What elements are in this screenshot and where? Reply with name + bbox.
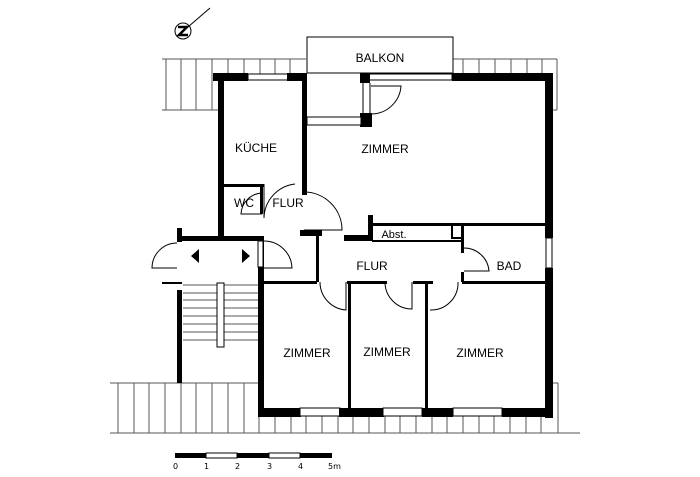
room-label-abst: Abst. xyxy=(381,229,406,241)
scale-bar: 0 1 2 3 4 5m xyxy=(173,452,341,471)
staircase xyxy=(183,282,258,348)
room-label-zimmer-main: ZIMMER xyxy=(361,142,409,156)
room-label-bad: BAD xyxy=(497,259,522,273)
door-swings xyxy=(151,183,490,311)
arrow-left-icon xyxy=(191,249,199,263)
scale-tick-5: 5m xyxy=(328,462,341,471)
interior-walls xyxy=(162,184,547,409)
room-label-flur-upper: FLUR xyxy=(272,196,304,210)
scale-tick-0: 0 xyxy=(173,462,178,471)
terrace-bottom xyxy=(110,382,580,434)
balcony xyxy=(306,36,454,74)
room-label-zimmer-left: ZIMMER xyxy=(283,346,331,360)
terrace-top-left xyxy=(162,58,306,111)
scale-tick-1: 1 xyxy=(204,462,209,471)
stair-direction-arrows xyxy=(191,249,250,263)
exterior-walls xyxy=(213,73,553,418)
room-label-zimmer-middle: ZIMMER xyxy=(363,345,411,359)
scale-tick-3: 3 xyxy=(267,462,272,471)
room-label-flur-lower: FLUR xyxy=(356,259,388,273)
room-label-kueche: KÜCHE xyxy=(235,141,277,155)
room-label-zimmer-right: ZIMMER xyxy=(456,346,504,360)
scale-tick-2: 2 xyxy=(235,462,240,471)
room-label-balkon: BALKON xyxy=(356,51,405,65)
room-label-wc: WC xyxy=(234,196,254,210)
scale-tick-4: 4 xyxy=(298,462,303,471)
north-arrow-icon xyxy=(174,7,211,40)
terrace-top-right xyxy=(452,58,558,111)
arrow-right-icon xyxy=(242,249,250,263)
